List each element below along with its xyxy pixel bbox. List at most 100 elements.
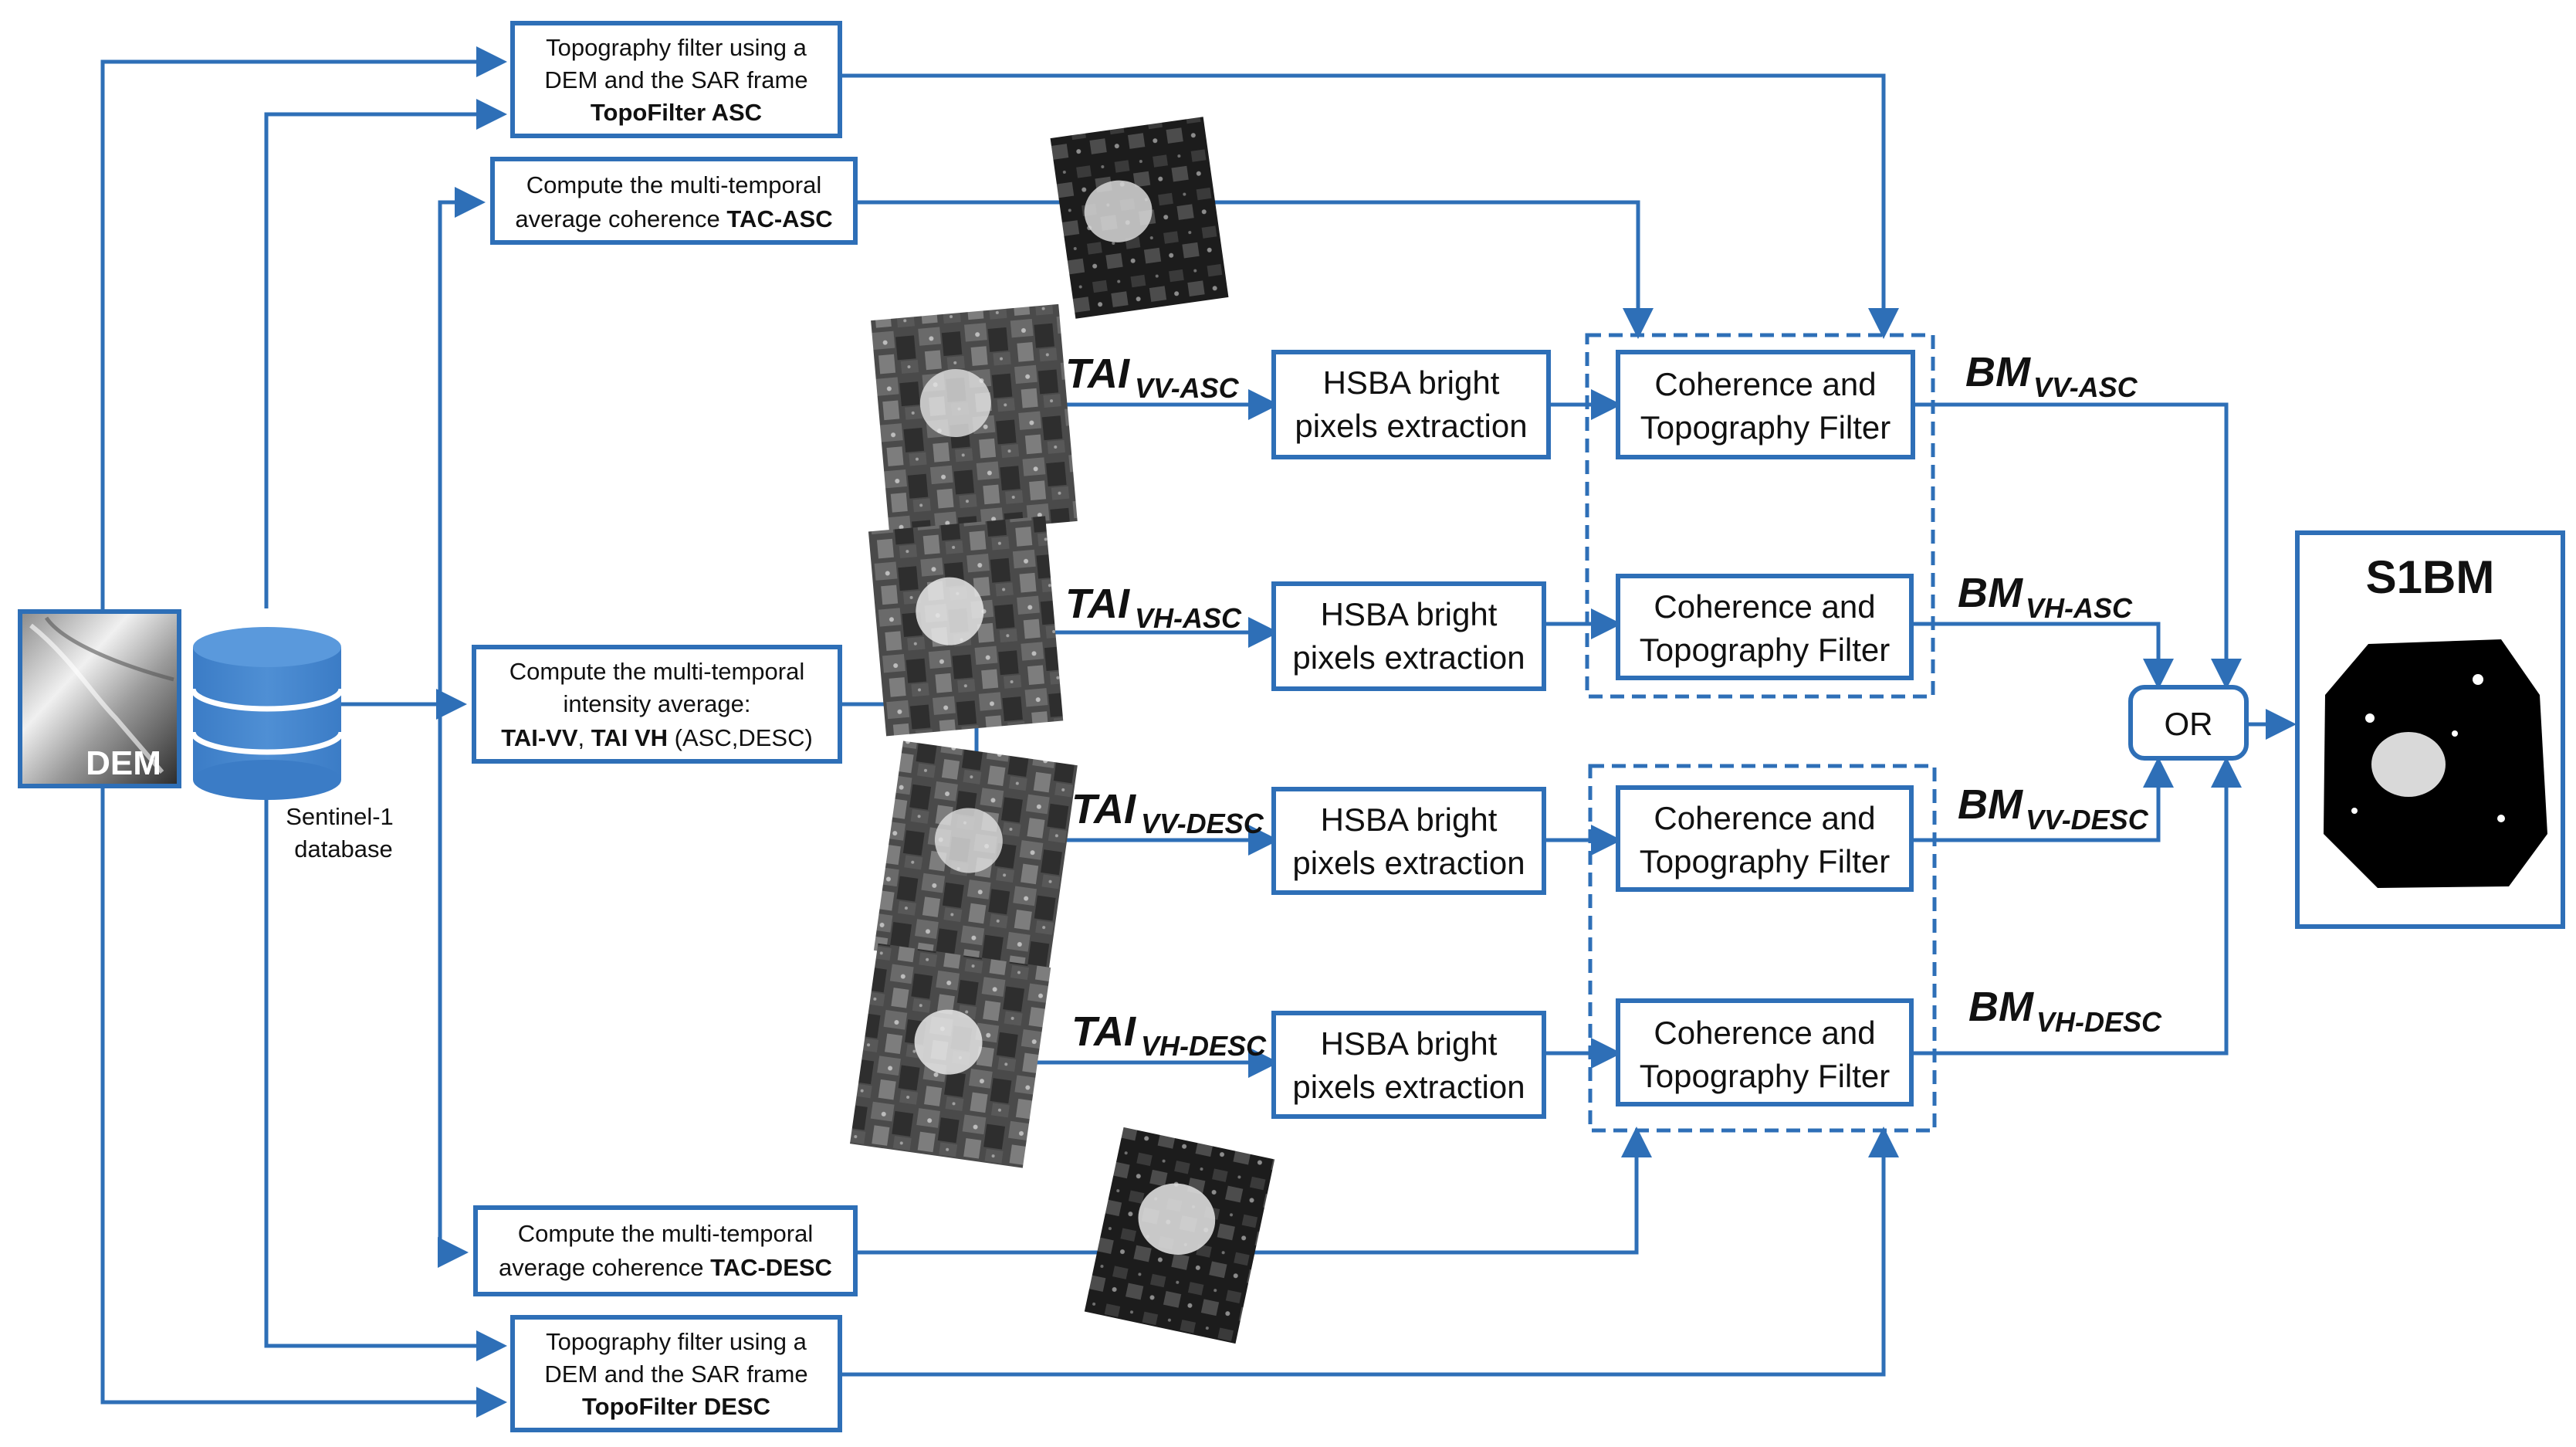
db-to-topo-desc-arrow <box>264 788 507 1361</box>
bm-label-vv-asc-sub: VV-ASC <box>2033 371 2138 403</box>
bm-label-vv-desc-base: BM <box>1958 781 2023 828</box>
hsba-vv-desc-line1: HSBA bright <box>1321 801 1498 838</box>
bm-label-vv-asc: BM VV-ASC <box>1965 349 2138 403</box>
tai-label-vv-desc-base: TAI <box>1071 786 1136 832</box>
dem-to-topo-desc-arrow <box>100 788 507 1418</box>
ctf-vv-desc-line1: Coherence and <box>1654 800 1875 836</box>
ctf-vh-desc-line1: Coherence and <box>1654 1015 1875 1051</box>
bm-label-vh-desc-sub: VH-DESC <box>2036 1006 2162 1038</box>
tai-line3-b2: TAI VH <box>591 724 668 751</box>
s1bm-output-box: S1BM <box>2295 530 2565 929</box>
bm-label-vh-asc-sub: VH-ASC <box>2026 592 2133 624</box>
tac-desc-box: Compute the multi-temporal average coher… <box>473 1205 858 1296</box>
ctf-vv-asc-line2: Topography Filter <box>1640 409 1891 446</box>
tai-label-vh-asc-base: TAI <box>1065 581 1130 627</box>
topo-desc-line3: TopoFilter DESC <box>582 1393 770 1420</box>
bm-vv-asc-arrow <box>1913 402 2242 690</box>
hsba-vv-asc-line1: HSBA bright <box>1323 364 1500 401</box>
topo-asc-line3: TopoFilter ASC <box>591 99 762 126</box>
ctf-vv-asc-line1: Coherence and <box>1654 366 1876 402</box>
tai-label-vv-desc-sub: VV-DESC <box>1141 808 1264 839</box>
db-to-tac-asc-arrow <box>438 187 486 704</box>
hsba-vh-asc-line1: HSBA bright <box>1321 596 1498 632</box>
s1bm-title: S1BM <box>2366 551 2495 603</box>
hsba-vh-desc-line1: HSBA bright <box>1321 1025 1498 1062</box>
tai-vv-desc-image <box>873 740 1078 975</box>
hsba-vv-asc-line2: pixels extraction <box>1295 408 1527 444</box>
db-to-tac-desc-arrow <box>438 704 469 1268</box>
hsba-box-vh-desc: HSBA bright pixels extraction <box>1271 1011 1546 1119</box>
tai-label-vh-asc-sub: VH-ASC <box>1135 602 1242 634</box>
dem-to-topo-asc-arrow <box>100 46 507 610</box>
tac-asc-line2-plain: average coherence <box>515 205 726 232</box>
ctf-vh-desc-line2: Topography Filter <box>1640 1058 1891 1094</box>
bm-vh-desc-arrow <box>1911 757 2242 1056</box>
bm-label-vv-desc-sub: VV-DESC <box>2026 804 2149 835</box>
tai-line1: Compute the multi-temporal <box>509 658 805 685</box>
bm-label-vh-desc-base: BM <box>1968 984 2034 1030</box>
ctf-vh-asc-line1: Coherence and <box>1654 588 1875 625</box>
tai-label-vv-asc: TAI VV-ASC <box>1065 351 1240 404</box>
tai-label-vv-desc: TAI VV-DESC <box>1071 786 1264 839</box>
tai-label-vh-desc: TAI VH-DESC <box>1071 1008 1267 1062</box>
tai-line3-sep: , <box>578 724 591 751</box>
hsba-box-vh-asc: HSBA bright pixels extraction <box>1271 581 1546 691</box>
tac-desc-line1: Compute the multi-temporal <box>518 1220 814 1247</box>
database-icon <box>190 627 344 800</box>
tac-desc-line2-plain: average coherence <box>499 1254 710 1281</box>
tac-asc-box: Compute the multi-temporal average coher… <box>490 157 858 245</box>
tai-label-vv-asc-sub: VV-ASC <box>1135 372 1240 404</box>
tai-vh-asc-image <box>868 516 1064 737</box>
tai-label-vv-asc-base: TAI <box>1065 351 1130 397</box>
bm-label-vh-asc-base: BM <box>1958 570 2023 616</box>
tac-desc-line2-bold: TAC-DESC <box>710 1254 832 1281</box>
bm-vv-desc-arrow <box>1911 757 2174 842</box>
dem-image: DEM <box>18 609 181 788</box>
bm-label-vv-asc-base: BM <box>1965 349 2031 395</box>
hsba-vv-desc-line2: pixels extraction <box>1292 845 1525 881</box>
tai-label-vh-desc-base: TAI <box>1071 1008 1136 1055</box>
desc-filter-group <box>1588 764 1937 1133</box>
tai-line3: TAI-VV, TAI VH (ASC,DESC) <box>501 724 813 751</box>
database-label-line2: database <box>294 835 393 862</box>
tai-vh-desc-image <box>849 943 1051 1168</box>
coherence-desc-image <box>1084 1127 1275 1344</box>
topo-desc-to-filter-arrow <box>841 1127 1899 1377</box>
tac-desc-line2: average coherence TAC-DESC <box>499 1254 832 1281</box>
topo-desc-line1: Topography filter using a <box>546 1328 807 1355</box>
bm-vh-asc-arrow <box>1911 622 2174 690</box>
hsba-box-vv-asc: HSBA bright pixels extraction <box>1271 350 1551 459</box>
tai-line3-b1: TAI-VV <box>501 724 578 751</box>
tai-box: Compute the multi-temporal intensity ave… <box>472 645 842 764</box>
tai-label-vh-desc-sub: VH-DESC <box>1141 1030 1267 1062</box>
ctf-box-vh-desc: Coherence and Topography Filter <box>1616 998 1914 1106</box>
tai-line3-plain: (ASC,DESC) <box>668 724 813 751</box>
or-label: OR <box>2165 706 2213 742</box>
bm-label-vh-asc: BM VH-ASC <box>1958 570 2133 624</box>
topo-desc-line2: DEM and the SAR frame <box>544 1361 807 1388</box>
s1bm-map-image <box>2324 639 2547 888</box>
hsba-vh-desc-line2: pixels extraction <box>1292 1069 1525 1105</box>
ctf-box-vv-desc: Coherence and Topography Filter <box>1616 785 1914 892</box>
ctf-vv-desc-line2: Topography Filter <box>1640 843 1891 879</box>
bm-label-vh-desc: BM VH-DESC <box>1968 984 2162 1038</box>
topo-asc-to-filter-arrow <box>841 73 1899 339</box>
topo-asc-line2: DEM and the SAR frame <box>544 66 807 93</box>
tai-label-vh-asc: TAI VH-ASC <box>1065 581 1242 634</box>
topo-asc-line1: Topography filter using a <box>546 34 807 61</box>
tai-line2: intensity average: <box>564 690 751 717</box>
coherence-asc-image <box>1050 117 1229 319</box>
hsba-box-vv-desc: HSBA bright pixels extraction <box>1271 787 1546 895</box>
tac-asc-line2-bold: TAC-ASC <box>726 205 832 232</box>
tac-asc-line2: average coherence TAC-ASC <box>515 205 832 232</box>
topo-filter-desc-box: Topography filter using a DEM and the SA… <box>510 1315 842 1432</box>
ctf-box-vv-asc: Coherence and Topography Filter <box>1616 350 1915 459</box>
topo-filter-asc-box: Topography filter using a DEM and the SA… <box>510 21 842 138</box>
ctf-vh-asc-line2: Topography Filter <box>1640 632 1891 668</box>
hsba-vh-asc-line2: pixels extraction <box>1292 639 1525 676</box>
bm-label-vv-desc: BM VV-DESC <box>1958 781 2149 835</box>
db-to-topo-asc-arrow <box>264 99 507 608</box>
dem-label: DEM <box>86 744 161 782</box>
or-node: OR <box>2128 685 2249 761</box>
